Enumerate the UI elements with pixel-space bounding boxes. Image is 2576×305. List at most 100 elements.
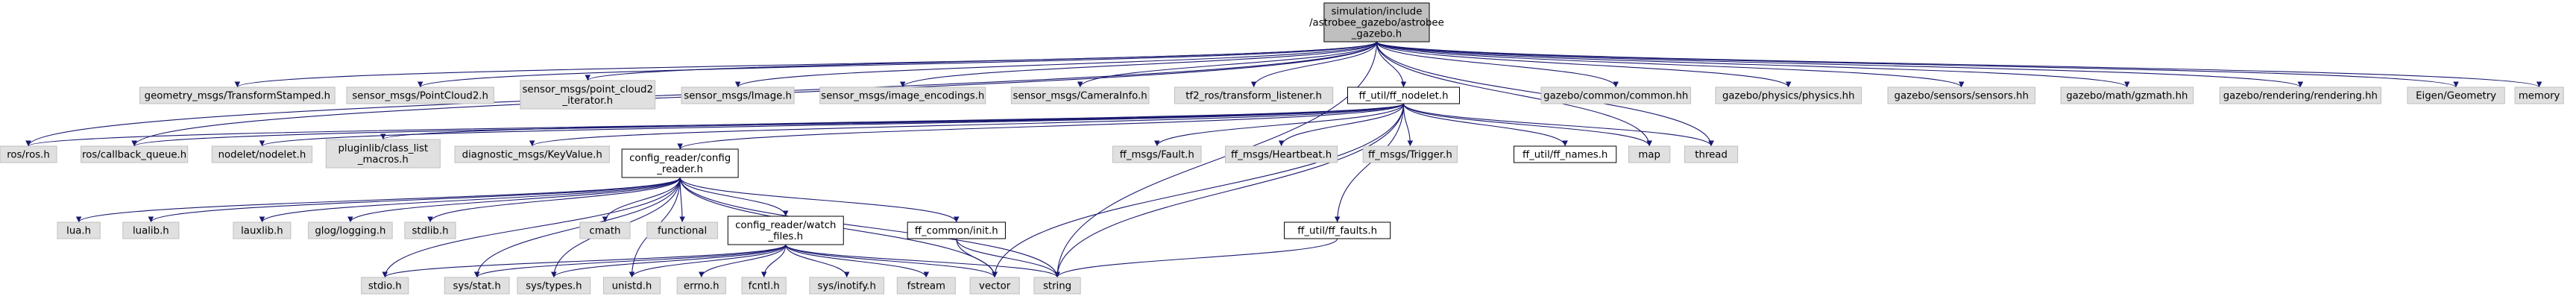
node-box bbox=[1715, 87, 1862, 104]
node-label: fcntl.h bbox=[749, 281, 780, 292]
node-label: sensor_msgs/image_encodings.h bbox=[821, 91, 984, 102]
node-box bbox=[57, 221, 101, 239]
node-gazebo_rendering_rendering: gazebo/rendering/rendering.hh bbox=[2219, 87, 2381, 104]
edge-root-to-map bbox=[1376, 41, 1652, 147]
node-root[interactable]: simulation/include/astrobee_gazebo/astro… bbox=[1309, 2, 1444, 43]
node-ros_ros: ros/ros.h bbox=[0, 145, 57, 163]
edge-ff_util_ff_faults-to-string bbox=[1054, 238, 1338, 278]
node-box bbox=[676, 277, 726, 295]
node-label: cmath bbox=[589, 226, 620, 237]
node-lauxlib: lauxlib.h bbox=[233, 221, 292, 239]
edges-layer bbox=[25, 41, 2542, 278]
edge-ff_common_init-to-string bbox=[956, 238, 1060, 278]
node-label: ff_msgs/Fault.h bbox=[1120, 150, 1194, 161]
node-label: ff_common/init.h bbox=[915, 226, 998, 237]
node-label: memory bbox=[2519, 91, 2560, 102]
edge-root-to-gazebo_physics_physics bbox=[1376, 41, 1792, 88]
node-stdlib: stdlib.h bbox=[404, 221, 456, 239]
node-label: ros/ros.h bbox=[7, 150, 50, 161]
node-box bbox=[325, 139, 441, 169]
edge-root-to-geometry_msgs_transformstamped bbox=[234, 41, 1377, 88]
edge-root-to-gazebo_common_common bbox=[1376, 41, 1619, 88]
node-memory: memory bbox=[2514, 87, 2564, 104]
node-box bbox=[308, 221, 393, 239]
node-unistd: unistd.h bbox=[602, 277, 661, 295]
node-lualib: lualib.h bbox=[122, 221, 180, 239]
node-gazebo_common_common: gazebo/common/common.hh bbox=[1540, 87, 1691, 104]
node-label: sensor_msgs/point_cloud2 bbox=[522, 84, 652, 95]
edge-root-to-sensor_msgs_pointcloud2 bbox=[418, 41, 1377, 88]
edge-ff_util_ff_nodelet-to-ros_callback_queue bbox=[131, 103, 1405, 147]
node-label: _macros.h bbox=[357, 154, 409, 166]
edge-config_reader_config_reader-to-ff_common_init bbox=[679, 177, 960, 223]
node-label: sys/stat.h bbox=[453, 281, 500, 292]
node-label: _gazebo.h bbox=[1351, 29, 1402, 40]
edge-ff_util_ff_nodelet-to-map bbox=[1402, 103, 1652, 147]
node-box bbox=[444, 277, 510, 295]
node-label: ff_util/ff_faults.h bbox=[1297, 226, 1377, 237]
node-stdio: stdio.h bbox=[361, 277, 409, 295]
node-ff_util_ff_nodelet[interactable]: ff_util/ff_nodelet.h bbox=[1347, 87, 1461, 104]
node-label: gazebo/sensors/sensors.hh bbox=[1895, 91, 2029, 102]
node-box bbox=[896, 277, 956, 295]
node-label: sensor_msgs/CameraInfo.h bbox=[1013, 91, 1147, 102]
node-box bbox=[1112, 145, 1202, 163]
node-label: stdio.h bbox=[368, 281, 402, 292]
node-ff_common_init[interactable]: ff_common/init.h bbox=[907, 221, 1006, 239]
node-glog_logging: glog/logging.h bbox=[308, 221, 393, 239]
edge-root-to-gazebo_sensors_sensors bbox=[1376, 41, 1965, 88]
edge-config_reader_watch_files-to-stdio bbox=[382, 244, 787, 278]
node-ff_util_ff_faults[interactable]: ff_util/ff_faults.h bbox=[1284, 221, 1391, 239]
edge-ff_common_init-to-vector bbox=[956, 238, 998, 278]
node-box bbox=[2514, 87, 2564, 104]
edge-root-to-eigen_geometry bbox=[1376, 41, 2459, 88]
node-sensor_msgs_image_encodings: sensor_msgs/image_encodings.h bbox=[819, 87, 986, 104]
node-label: map bbox=[1638, 150, 1660, 161]
edge-ff_util_ff_nodelet-to-thread bbox=[1402, 103, 1714, 147]
node-box bbox=[819, 87, 986, 104]
node-label: ff_util/ff_nodelet.h bbox=[1358, 91, 1448, 102]
node-vector: vector bbox=[969, 277, 1020, 295]
edge-ff_util_ff_nodelet-to-ff_util_ff_names bbox=[1402, 103, 1568, 147]
node-errno: errno.h bbox=[676, 277, 726, 295]
edge-root-to-sensor_msgs_image_encodings bbox=[900, 41, 1377, 88]
edge-root-to-gazebo_math_gzmath bbox=[1376, 41, 2130, 88]
node-geometry_msgs_transformstamped: geometry_msgs/TransformStamped.h bbox=[139, 87, 336, 104]
node-box bbox=[1225, 145, 1338, 163]
node-label: sensor_msgs/PointCloud2.h bbox=[352, 91, 488, 102]
node-label: ff_msgs/Heartbeat.h bbox=[1231, 150, 1332, 161]
node-box bbox=[741, 277, 787, 295]
edge-config_reader_config_reader-to-config_reader_watch_files bbox=[679, 177, 789, 217]
edge-config_reader_watch_files-to-errno bbox=[698, 244, 787, 278]
node-pluginlib_class_list_macros: pluginlib/class_list_macros.h bbox=[325, 139, 441, 169]
node-sensor_msgs_image: sensor_msgs/Image.h bbox=[681, 87, 795, 104]
edge-config_reader_config_reader-to-lauxlib bbox=[259, 177, 681, 223]
node-box bbox=[361, 277, 409, 295]
node-sys_inotify: sys/inotify.h bbox=[809, 277, 885, 295]
node-box bbox=[969, 277, 1020, 295]
node-box bbox=[809, 277, 885, 295]
edge-root-to-ff_util_ff_nodelet bbox=[1376, 41, 1407, 88]
node-box bbox=[727, 216, 844, 245]
node-box bbox=[602, 277, 661, 295]
node-ff_util_ff_names[interactable]: ff_util/ff_names.h bbox=[1514, 145, 1617, 163]
node-gazebo_sensors_sensors: gazebo/sensors/sensors.hh bbox=[1887, 87, 2035, 104]
node-label: ros/callback_queue.h bbox=[82, 150, 186, 161]
edge-root-to-sensor_msgs_point_cloud2_iterator bbox=[585, 41, 1377, 81]
edge-config_reader_config_reader-to-glog_logging bbox=[347, 177, 681, 223]
node-label: glog/logging.h bbox=[315, 226, 385, 237]
edge-config_reader_watch_files-to-sys_inotify bbox=[785, 244, 850, 278]
node-gazebo_math_gzmath: gazebo/math/gzmath.hh bbox=[2060, 87, 2194, 104]
node-box bbox=[681, 87, 795, 104]
node-config_reader_config_reader[interactable]: config_reader/config_reader.h bbox=[621, 148, 739, 178]
node-label: config_reader/config bbox=[629, 153, 731, 164]
node-ff_msgs_trigger: ff_msgs/Trigger.h bbox=[1362, 145, 1458, 163]
node-label: gazebo/math/gzmath.hh bbox=[2066, 91, 2188, 102]
node-box bbox=[1887, 87, 2035, 104]
node-ff_msgs_heartbeat: ff_msgs/Heartbeat.h bbox=[1225, 145, 1338, 163]
node-label: Eigen/Geometry bbox=[2416, 91, 2496, 102]
edge-config_reader_watch_files-to-fcntl bbox=[760, 244, 787, 278]
node-config_reader_watch_files[interactable]: config_reader/watch_files.h bbox=[727, 216, 844, 245]
node-sensor_msgs_point_cloud2_iterator: sensor_msgs/point_cloud2_iterator.h bbox=[520, 80, 656, 110]
